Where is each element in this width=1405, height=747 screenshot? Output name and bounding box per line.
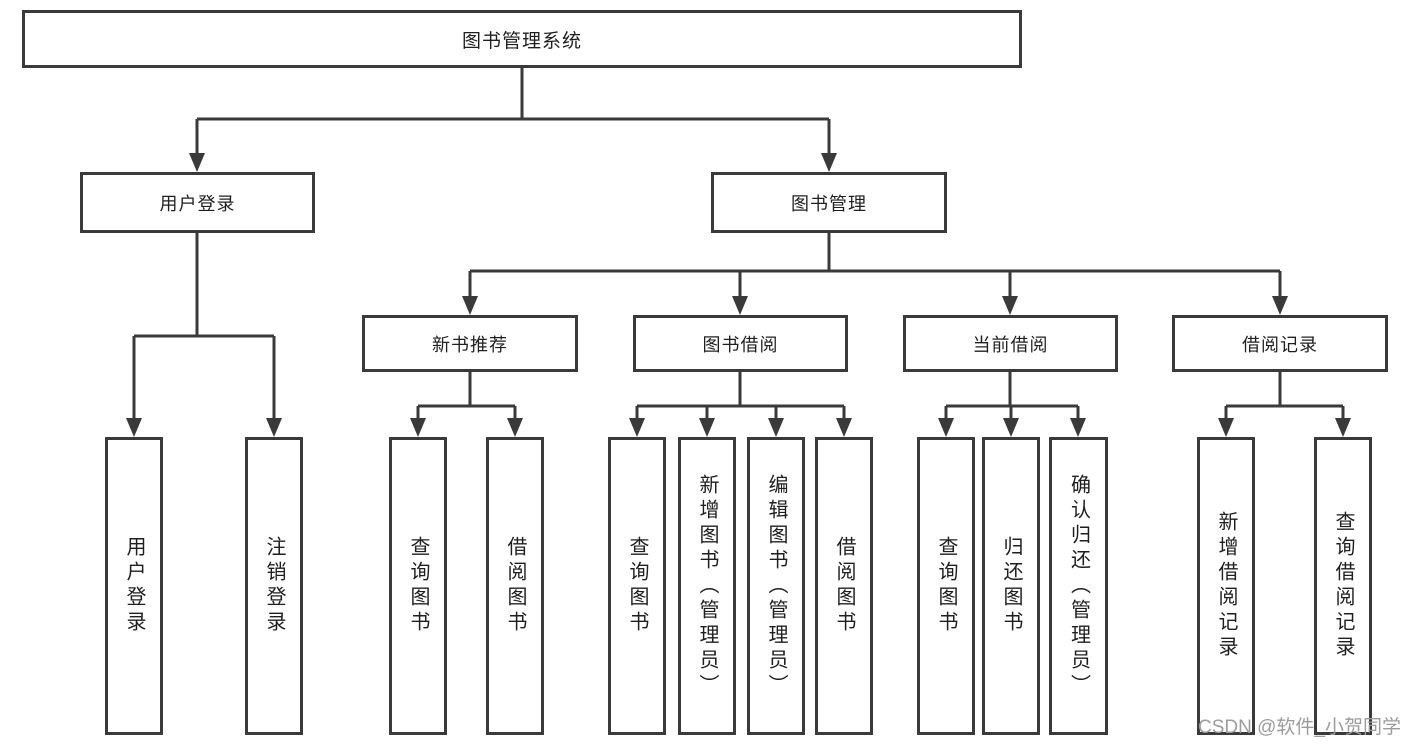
leaf-label: 借阅图书 [504,536,526,636]
leaf-return-books: 归还图书 [982,437,1040,735]
node-label: 当前借阅 [972,334,1049,355]
leaf-label: 新增借阅记录 [1215,511,1237,661]
node-label: 图书借阅 [702,334,779,355]
leaf-logout: 注销登录 [245,437,303,735]
leaf-label: 归还图书 [1000,536,1022,636]
leaf-query-books: 查询图书 [389,437,447,735]
leaf-add-books-admin: 新增图书（管理员） [678,437,736,735]
node-book-management: 图书管理 [711,172,947,233]
leaf-label: 查询图书 [935,536,957,636]
csdn-watermark: CSDN @软件_小贺同学 [1198,717,1401,738]
leaf-label: 借阅图书 [833,536,855,636]
node-borrow-records: 借阅记录 [1172,315,1388,372]
leaf-label: 编辑图书（管理员） [765,473,787,699]
node-label: 借阅记录 [1242,334,1318,355]
node-user-login: 用户登录 [80,172,315,233]
leaf-label: 注销登录 [263,536,285,636]
node-label: 图书管理 [791,193,867,214]
leaf-confirm-return-admin: 确认归还（管理员） [1049,437,1108,735]
node-library-management-system: 图书管理系统 [22,10,1022,68]
node-current-borrowing: 当前借阅 [903,315,1118,372]
node-label: 用户登录 [159,193,236,214]
node-label: 新书推荐 [432,334,508,355]
node-new-book-recommend: 新书推荐 [362,315,578,372]
leaf-query-books: 查询图书 [608,437,666,735]
leaf-query-books: 查询图书 [917,437,975,735]
leaf-label: 查询图书 [407,536,429,636]
leaf-label: 新增图书（管理员） [696,473,718,699]
leaf-label: 确认归还（管理员） [1067,473,1090,699]
leaf-add-borrow-record: 新增借阅记录 [1197,437,1255,735]
leaf-borrow-books: 借阅图书 [815,437,873,735]
leaf-query-borrow-record: 查询借阅记录 [1314,437,1372,735]
leaf-label: 用户登录 [123,536,145,636]
leaf-edit-books-admin: 编辑图书（管理员） [747,437,805,735]
node-book-borrowing: 图书借阅 [633,315,848,372]
node-label: 图书管理系统 [461,30,582,52]
leaf-label: 查询借阅记录 [1332,511,1354,661]
leaf-label: 查询图书 [626,536,648,636]
leaf-borrow-books: 借阅图书 [486,437,544,735]
leaf-user-login: 用户登录 [105,437,163,735]
